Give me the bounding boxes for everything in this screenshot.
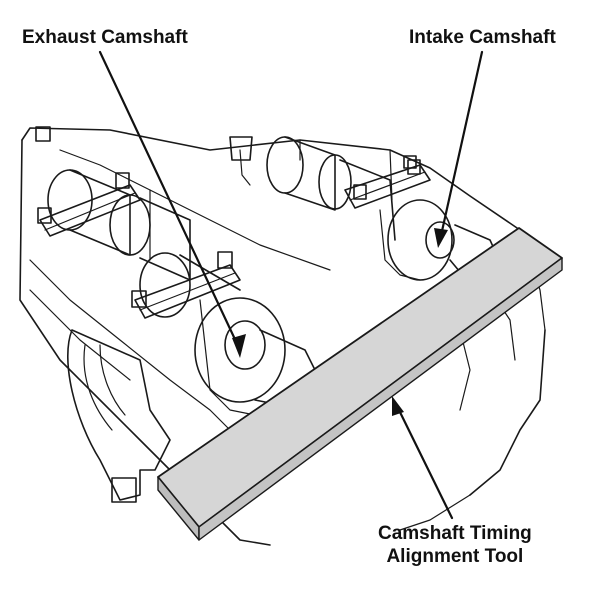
camshaft-timing-alignment-tool [157, 227, 563, 541]
intake-camshaft [266, 136, 501, 281]
alignment-tool-label-line1: Camshaft Timing [378, 523, 532, 544]
exhaust-bearing-caps [37, 172, 241, 319]
exhaust-leader-line [98, 50, 242, 352]
cylinder-head [19, 127, 546, 546]
head-bolts [35, 126, 417, 169]
intake-arrowhead [434, 228, 448, 248]
intake-leader-line [438, 50, 484, 242]
leader-arrows [98, 50, 484, 520]
exhaust-camshaft-label: Exhaust Camshaft [22, 27, 188, 48]
timing-bracket [66, 329, 171, 503]
exhaust-camshaft [47, 169, 321, 416]
tool-leader-line [394, 402, 454, 520]
intake-bearing-cap [344, 159, 431, 209]
alignment-tool-label-line2: Alignment Tool [386, 546, 524, 567]
exhaust-arrowhead [232, 334, 246, 358]
intake-camshaft-label: Intake Camshaft [409, 27, 556, 48]
alignment-tool-label: Camshaft Timing Alignment Tool [378, 522, 532, 568]
tool-arrowhead [392, 396, 404, 416]
